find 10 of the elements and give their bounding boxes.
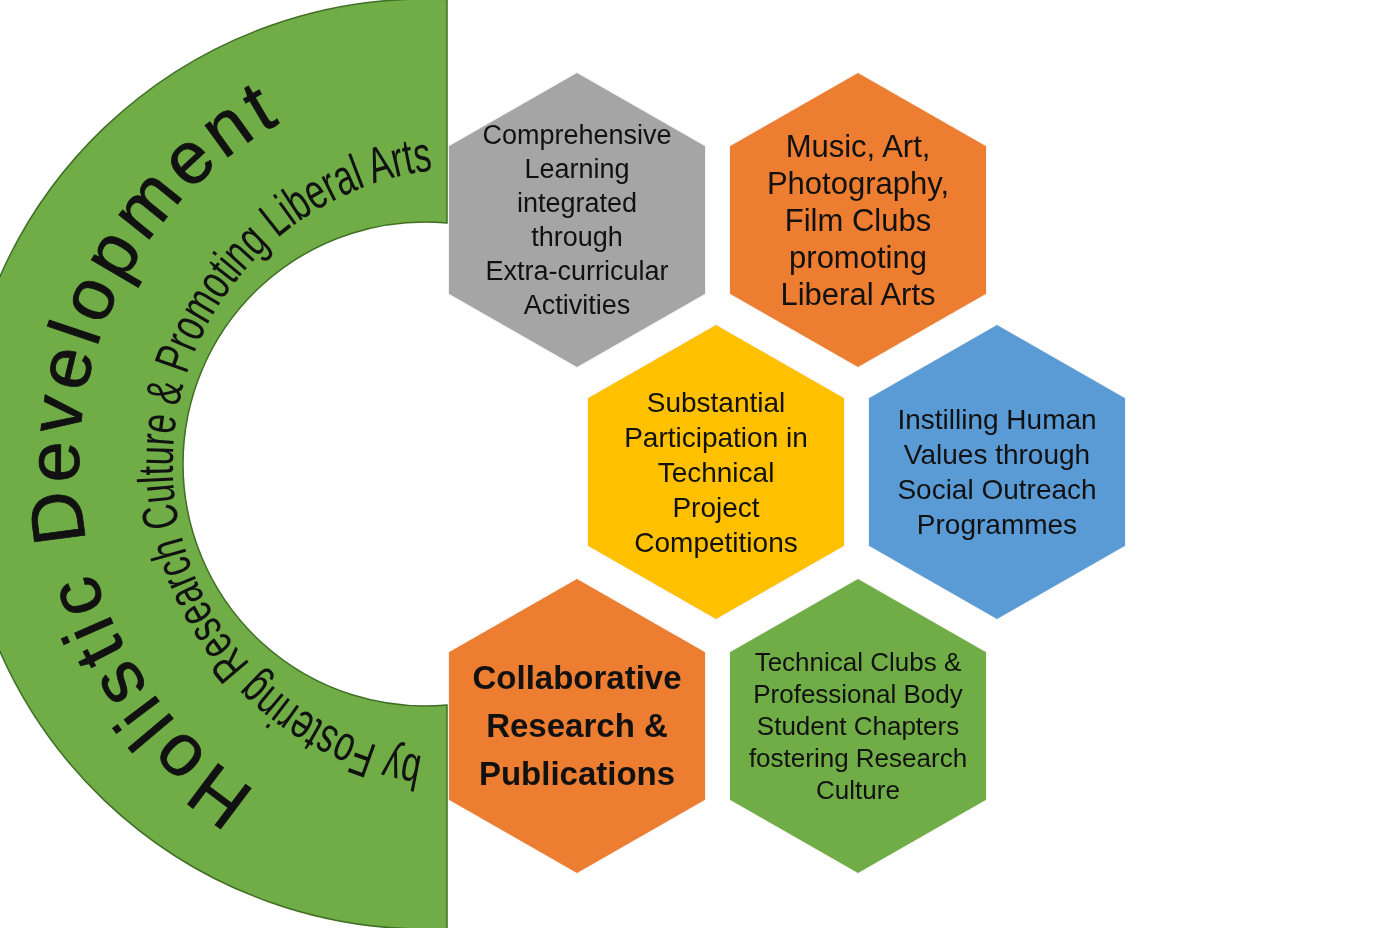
tile-text: Collaborative Research & Publications [471, 658, 683, 794]
tile-text: Music, Art, Photography, Film Clubs promoting Liberal Arts [765, 127, 951, 313]
hexagon-tile [587, 324, 845, 620]
hexagon-tile [729, 578, 987, 874]
hexagon-tile [729, 72, 987, 368]
hexagon-tile [868, 324, 1126, 620]
tile-text: Substantial Participation in Technical Project Competitions [623, 385, 809, 560]
tile-text: Instilling Human Values through Social Outreach Programmes [896, 403, 1098, 542]
tile-text: Technical Clubs & Professional Body Student Chapters fostering Research Culture [747, 646, 969, 806]
tile-text: Comprehensive Learning integrated through Extra-curricular Activities [481, 119, 673, 322]
